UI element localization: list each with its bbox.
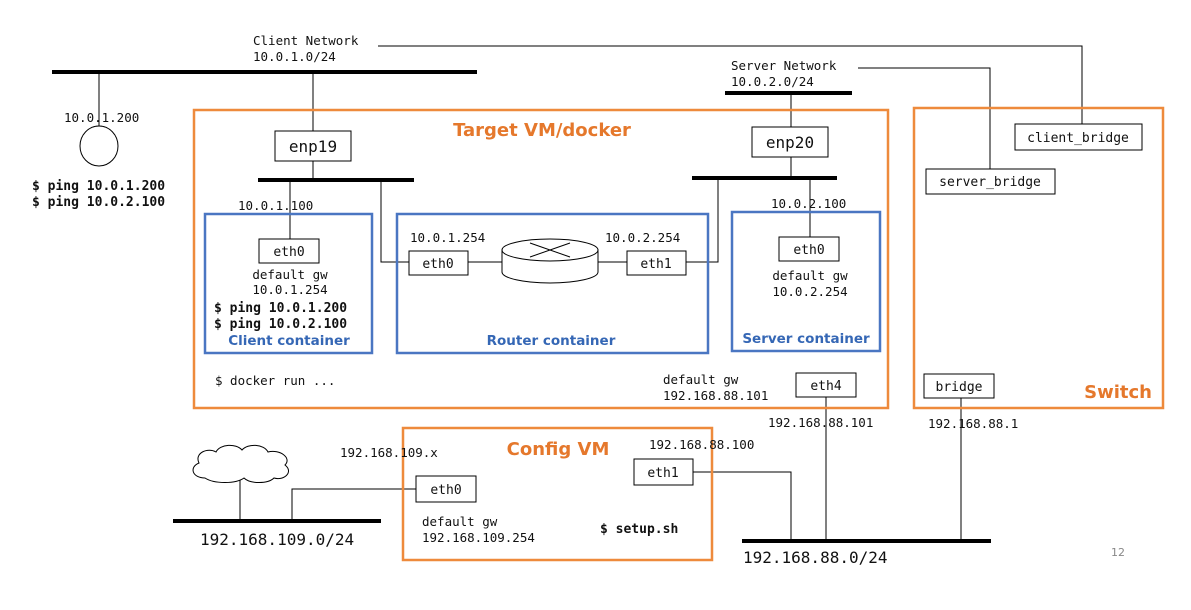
config-vm-title: Config VM — [507, 439, 610, 460]
server-bridge-label: server_bridge — [939, 175, 1041, 190]
target-vm-title: Target VM/docker — [453, 120, 631, 141]
server-bridge-interface: server_bridge — [925, 168, 1056, 195]
client-host-ip: 10.0.1.200 — [64, 110, 139, 125]
target-vm-box — [192, 108, 890, 410]
client-container-title: Client container — [228, 333, 350, 349]
enp20-label: enp20 — [766, 133, 814, 152]
config-vm-box — [401, 426, 714, 562]
client-network-name: Client Network — [253, 33, 359, 48]
client-eth0-interface: eth0 — [258, 238, 320, 264]
client-container-box — [203, 212, 374, 355]
client-container-cmd-1: $ ping 10.0.1.200 — [214, 301, 347, 316]
wire-config-eth0-to-external-bus — [291, 488, 416, 521]
server-eth0-label: eth0 — [793, 243, 824, 258]
management-network-label: 192.168.88.0/24 — [743, 548, 888, 567]
wire-inner-bus-to-router-eth0 — [380, 180, 409, 263]
wire-eth1-to-server-bus — [686, 178, 719, 263]
server-gw-label: default gw — [772, 268, 848, 283]
config-eth1-interface: eth1 — [633, 458, 694, 486]
server-container-title: Server container — [742, 331, 870, 347]
server-container-box — [730, 210, 882, 353]
wires — [98, 45, 1083, 541]
server-network-subnet: 10.0.2.0/24 — [731, 74, 814, 89]
router-eth1-label: eth1 — [640, 257, 671, 272]
enp19-interface: enp19 — [274, 130, 352, 162]
external-network-label: 192.168.109.0/24 — [200, 530, 354, 549]
server-network-name: Server Network — [731, 58, 837, 73]
config-gw-label: default gw — [422, 514, 498, 529]
buses — [52, 70, 991, 543]
router-left-ip: 10.0.1.254 — [410, 230, 485, 245]
client-host-icon — [79, 125, 119, 167]
enp20-interface: enp20 — [751, 126, 829, 158]
config-eth0-ip: 192.168.109.x — [340, 445, 438, 460]
switch-title: Switch — [1084, 382, 1152, 403]
target-gw-label: default gw — [663, 372, 739, 387]
switch-bridge-ip: 192.168.88.1 — [928, 416, 1018, 431]
router-eth0-label: eth0 — [422, 257, 453, 272]
client-host-cmd-1: $ ping 10.0.1.200 — [32, 179, 165, 194]
setup-command: $ setup.sh — [600, 522, 678, 537]
router-icon — [501, 238, 599, 284]
bridge-label: bridge — [936, 380, 983, 395]
client-gw-ip: 10.0.1.254 — [252, 282, 327, 297]
wire-client-network-to-client-bridge — [378, 45, 1083, 124]
target-gw-ip: 192.168.88.101 — [663, 388, 768, 403]
client-container-cmd-2: $ ping 10.0.2.100 — [214, 317, 347, 332]
client-bridge-interface: client_bridge — [1014, 123, 1143, 151]
eth4-interface: eth4 — [795, 372, 857, 398]
router-container-box — [395, 212, 710, 355]
server-eth0-interface: eth0 — [778, 236, 840, 262]
router-eth0-interface: eth0 — [408, 250, 469, 276]
router-right-ip: 10.0.2.254 — [605, 230, 680, 245]
server-gw-ip: 10.0.2.254 — [772, 284, 847, 299]
router-eth1-interface: eth1 — [626, 250, 687, 276]
client-gw-label: default gw — [252, 267, 328, 282]
server-container-ip: 10.0.2.100 — [771, 196, 846, 211]
client-bridge-label: client_bridge — [1027, 131, 1129, 146]
config-eth1-label: eth1 — [647, 466, 678, 481]
eth4-ip: 192.168.88.101 — [768, 415, 873, 430]
switch-bridge-interface: bridge — [923, 373, 995, 399]
docker-run-command: $ docker run ... — [215, 373, 335, 388]
client-eth0-label: eth0 — [273, 245, 304, 260]
config-eth0-label: eth0 — [430, 483, 461, 498]
router-container-title: Router container — [487, 333, 616, 349]
page-number: 12 — [1111, 546, 1125, 559]
config-gw-ip: 192.168.109.254 — [422, 530, 535, 545]
client-host-cmd-2: $ ping 10.0.2.100 — [32, 195, 165, 210]
switch-box — [912, 106, 1165, 410]
wire-config-eth1-to-mgmt-bus — [693, 471, 792, 541]
wire-server-network-to-server-bridge — [858, 67, 991, 169]
cloud-icon — [192, 444, 289, 483]
config-eth0-interface: eth0 — [415, 475, 477, 503]
eth4-label: eth4 — [810, 379, 841, 394]
client-container-ip: 10.0.1.100 — [238, 198, 313, 213]
config-eth1-ip: 192.168.88.100 — [649, 437, 754, 452]
enp19-label: enp19 — [289, 137, 337, 156]
client-network-subnet: 10.0.1.0/24 — [253, 49, 336, 64]
